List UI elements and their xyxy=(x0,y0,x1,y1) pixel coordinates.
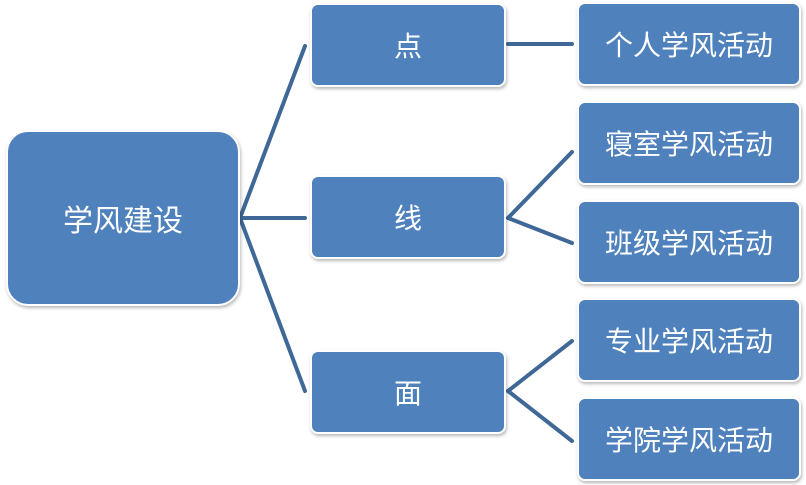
connector-line-to-leaf-3 xyxy=(506,216,574,245)
leaf-node-dormitory: 寝室学风活动 xyxy=(577,101,801,185)
root-node-label: 学风建设 xyxy=(63,204,183,239)
level-node-surface-label: 面 xyxy=(393,377,422,410)
root-node-study-style-building: 学风建设 xyxy=(6,130,240,306)
level-node-line-label: 线 xyxy=(393,202,422,235)
connector-face-to-leaf-4 xyxy=(506,339,574,393)
leaf-node-college: 学院学风活动 xyxy=(577,397,801,481)
level-node-line: 线 xyxy=(310,175,506,259)
leaf-node-major-label: 专业学风活动 xyxy=(604,325,773,358)
connector-root-to-dot xyxy=(238,44,307,220)
leaf-node-dormitory-label: 寝室学风活动 xyxy=(604,128,773,161)
level-node-surface: 面 xyxy=(310,350,506,434)
connector-root-to-face xyxy=(238,216,307,393)
connector-line-to-leaf-2 xyxy=(506,150,574,220)
leaf-node-individual-label: 个人学风活动 xyxy=(604,29,773,62)
leaf-node-major: 专业学风活动 xyxy=(577,298,801,382)
level-node-point-label: 点 xyxy=(393,30,422,63)
level-node-point: 点 xyxy=(310,3,506,87)
leaf-node-class-label: 班级学风活动 xyxy=(604,227,773,260)
leaf-node-individual: 个人学风活动 xyxy=(577,2,801,86)
leaf-node-college-label: 学院学风活动 xyxy=(604,424,773,457)
leaf-node-class: 班级学风活动 xyxy=(577,200,801,284)
connector-face-to-leaf-5 xyxy=(506,389,574,443)
